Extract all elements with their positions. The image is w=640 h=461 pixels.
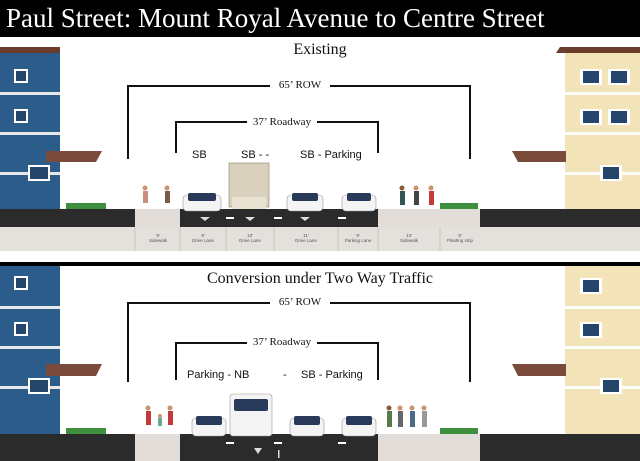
existing-heading: Existing [293,41,347,58]
existing-lane-3: SB - Parking [300,149,362,161]
car-icon [191,416,227,437]
existing-roadway-label: 37’ Roadway [247,116,317,128]
car-icon [341,416,377,437]
proposed-lane-1: Parking - NB [187,369,250,381]
pedestrians-right-icon [399,185,434,205]
dim-4: 11'Drive Lane [295,233,317,243]
right-planting [440,428,478,434]
right-house [480,47,640,213]
dim-1: 9'Sidewalk [148,233,167,243]
proposed-heading: Conversion under Two Way Traffic [206,270,434,287]
left-ground [0,209,135,227]
left-house [0,47,130,213]
left-ground [0,434,135,461]
car-icon [286,193,324,212]
right-house [480,266,640,442]
dim-6: 13'Sidewalk [399,233,418,243]
pedestrians-left-icon [142,185,170,203]
proposed-roadway-label: 37’ Roadway [247,336,317,348]
right-planting [440,203,478,209]
existing-street-section [0,47,640,251]
pedestrians-left-icon [145,405,173,426]
left-sidewalk [135,434,180,461]
right-ground [480,209,640,227]
dim-2: 9'Drive Lane [192,233,214,243]
pedestrians-right-icon [386,405,427,427]
existing-panel: Existing 65’ ROW 37’ Roadway SB SB - - S… [0,37,640,262]
proposed-panel: Conversion under Two Way Traffic 65’ ROW… [0,266,640,461]
base-strip [0,227,640,251]
dim-7: 9'Planting strip [446,233,473,243]
existing-row-label: 65’ ROW [270,79,330,91]
left-sidewalk [135,209,180,227]
truck-icon [228,162,270,209]
proposed-street-section [0,266,640,461]
car-icon [341,193,377,212]
dim-3: 10'Drive Lane [239,233,261,243]
proposed-lane-3: SB - Parking [301,369,363,381]
right-ground [480,434,640,461]
panel-divider [0,262,640,266]
existing-lane-2: SB - - [241,149,270,161]
left-planting [66,203,106,209]
proposed-lane-2: - [283,369,287,381]
title-banner: Paul Street: Mount Royal Avenue to Centr… [0,0,640,37]
left-planting [66,428,106,434]
left-house [0,266,130,442]
car-icon [182,193,222,212]
right-sidewalk [378,434,480,461]
proposed-row-label: 65’ ROW [270,296,330,308]
page-title: Paul Street: Mount Royal Avenue to Centr… [6,3,545,33]
existing-lane-1: SB [192,149,207,161]
right-sidewalk [378,209,480,227]
dim-5: 9'Parking Lane [344,233,372,243]
car-icon [289,416,325,437]
truck-icon [229,393,273,437]
